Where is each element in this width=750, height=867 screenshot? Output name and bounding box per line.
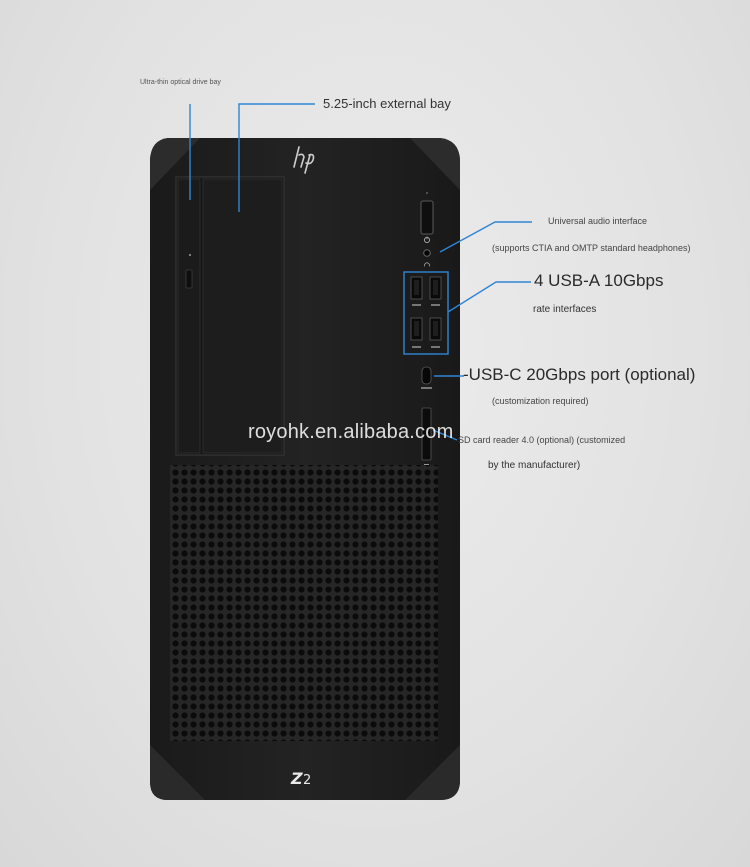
power-icon	[424, 236, 430, 243]
usb-a-highlight-box	[403, 271, 449, 355]
callout-usb-a	[447, 281, 531, 313]
svg-text:2: 2	[303, 773, 311, 788]
callout-external-bay	[238, 103, 315, 212]
optical-eject-indicator	[188, 253, 192, 257]
label-usb-a-title: 4 USB-A 10Gbps	[534, 271, 664, 290]
front-ventilation-mesh	[170, 465, 438, 741]
watermark-text: royohk.en.alibaba.com	[248, 421, 454, 443]
case-corner-bottom-right	[405, 745, 460, 800]
callout-audio	[439, 221, 532, 253]
usb-a-port-icon	[410, 276, 442, 348]
case-corner-bottom-left	[150, 745, 205, 800]
callout-sd-card	[432, 429, 458, 441]
headphone-jack	[423, 249, 431, 257]
z2-model-badge: Z 2	[290, 769, 311, 788]
label-audio-title: Universal audio interface	[548, 216, 648, 226]
front-io-panel	[410, 192, 442, 469]
case-corner-top-right	[410, 138, 460, 190]
label-optical-bay: Ultra-thin optical drive bay	[140, 79, 221, 86]
label-usb-c-title: -USB-C 20Gbps port (optional)	[463, 365, 696, 384]
optical-drive-bay	[177, 178, 201, 454]
usb-c-port-icon	[421, 366, 432, 389]
label-usb-c-desc: (customization required)	[492, 396, 589, 406]
case-corner-top-left	[150, 138, 200, 190]
label-usb-a-desc: rate interfaces	[533, 304, 597, 315]
callout-lines	[189, 103, 532, 441]
svg-text:Z: Z	[290, 769, 303, 788]
drive-bay-area	[175, 176, 285, 456]
label-sd-card-title: SD card reader 4.0 (optional) (customize…	[458, 435, 626, 445]
external-525-bay-cover	[202, 178, 283, 454]
hp-logo-icon	[293, 146, 315, 174]
power-button	[420, 200, 434, 235]
optical-eject-button	[185, 269, 193, 289]
headphone-icon	[424, 262, 430, 267]
label-external-bay: 5.25-inch external bay	[323, 96, 451, 111]
label-audio-desc: (supports CTIA and OMTP standard headpho…	[492, 243, 691, 253]
label-sd-card-desc: by the manufacturer)	[488, 460, 581, 471]
